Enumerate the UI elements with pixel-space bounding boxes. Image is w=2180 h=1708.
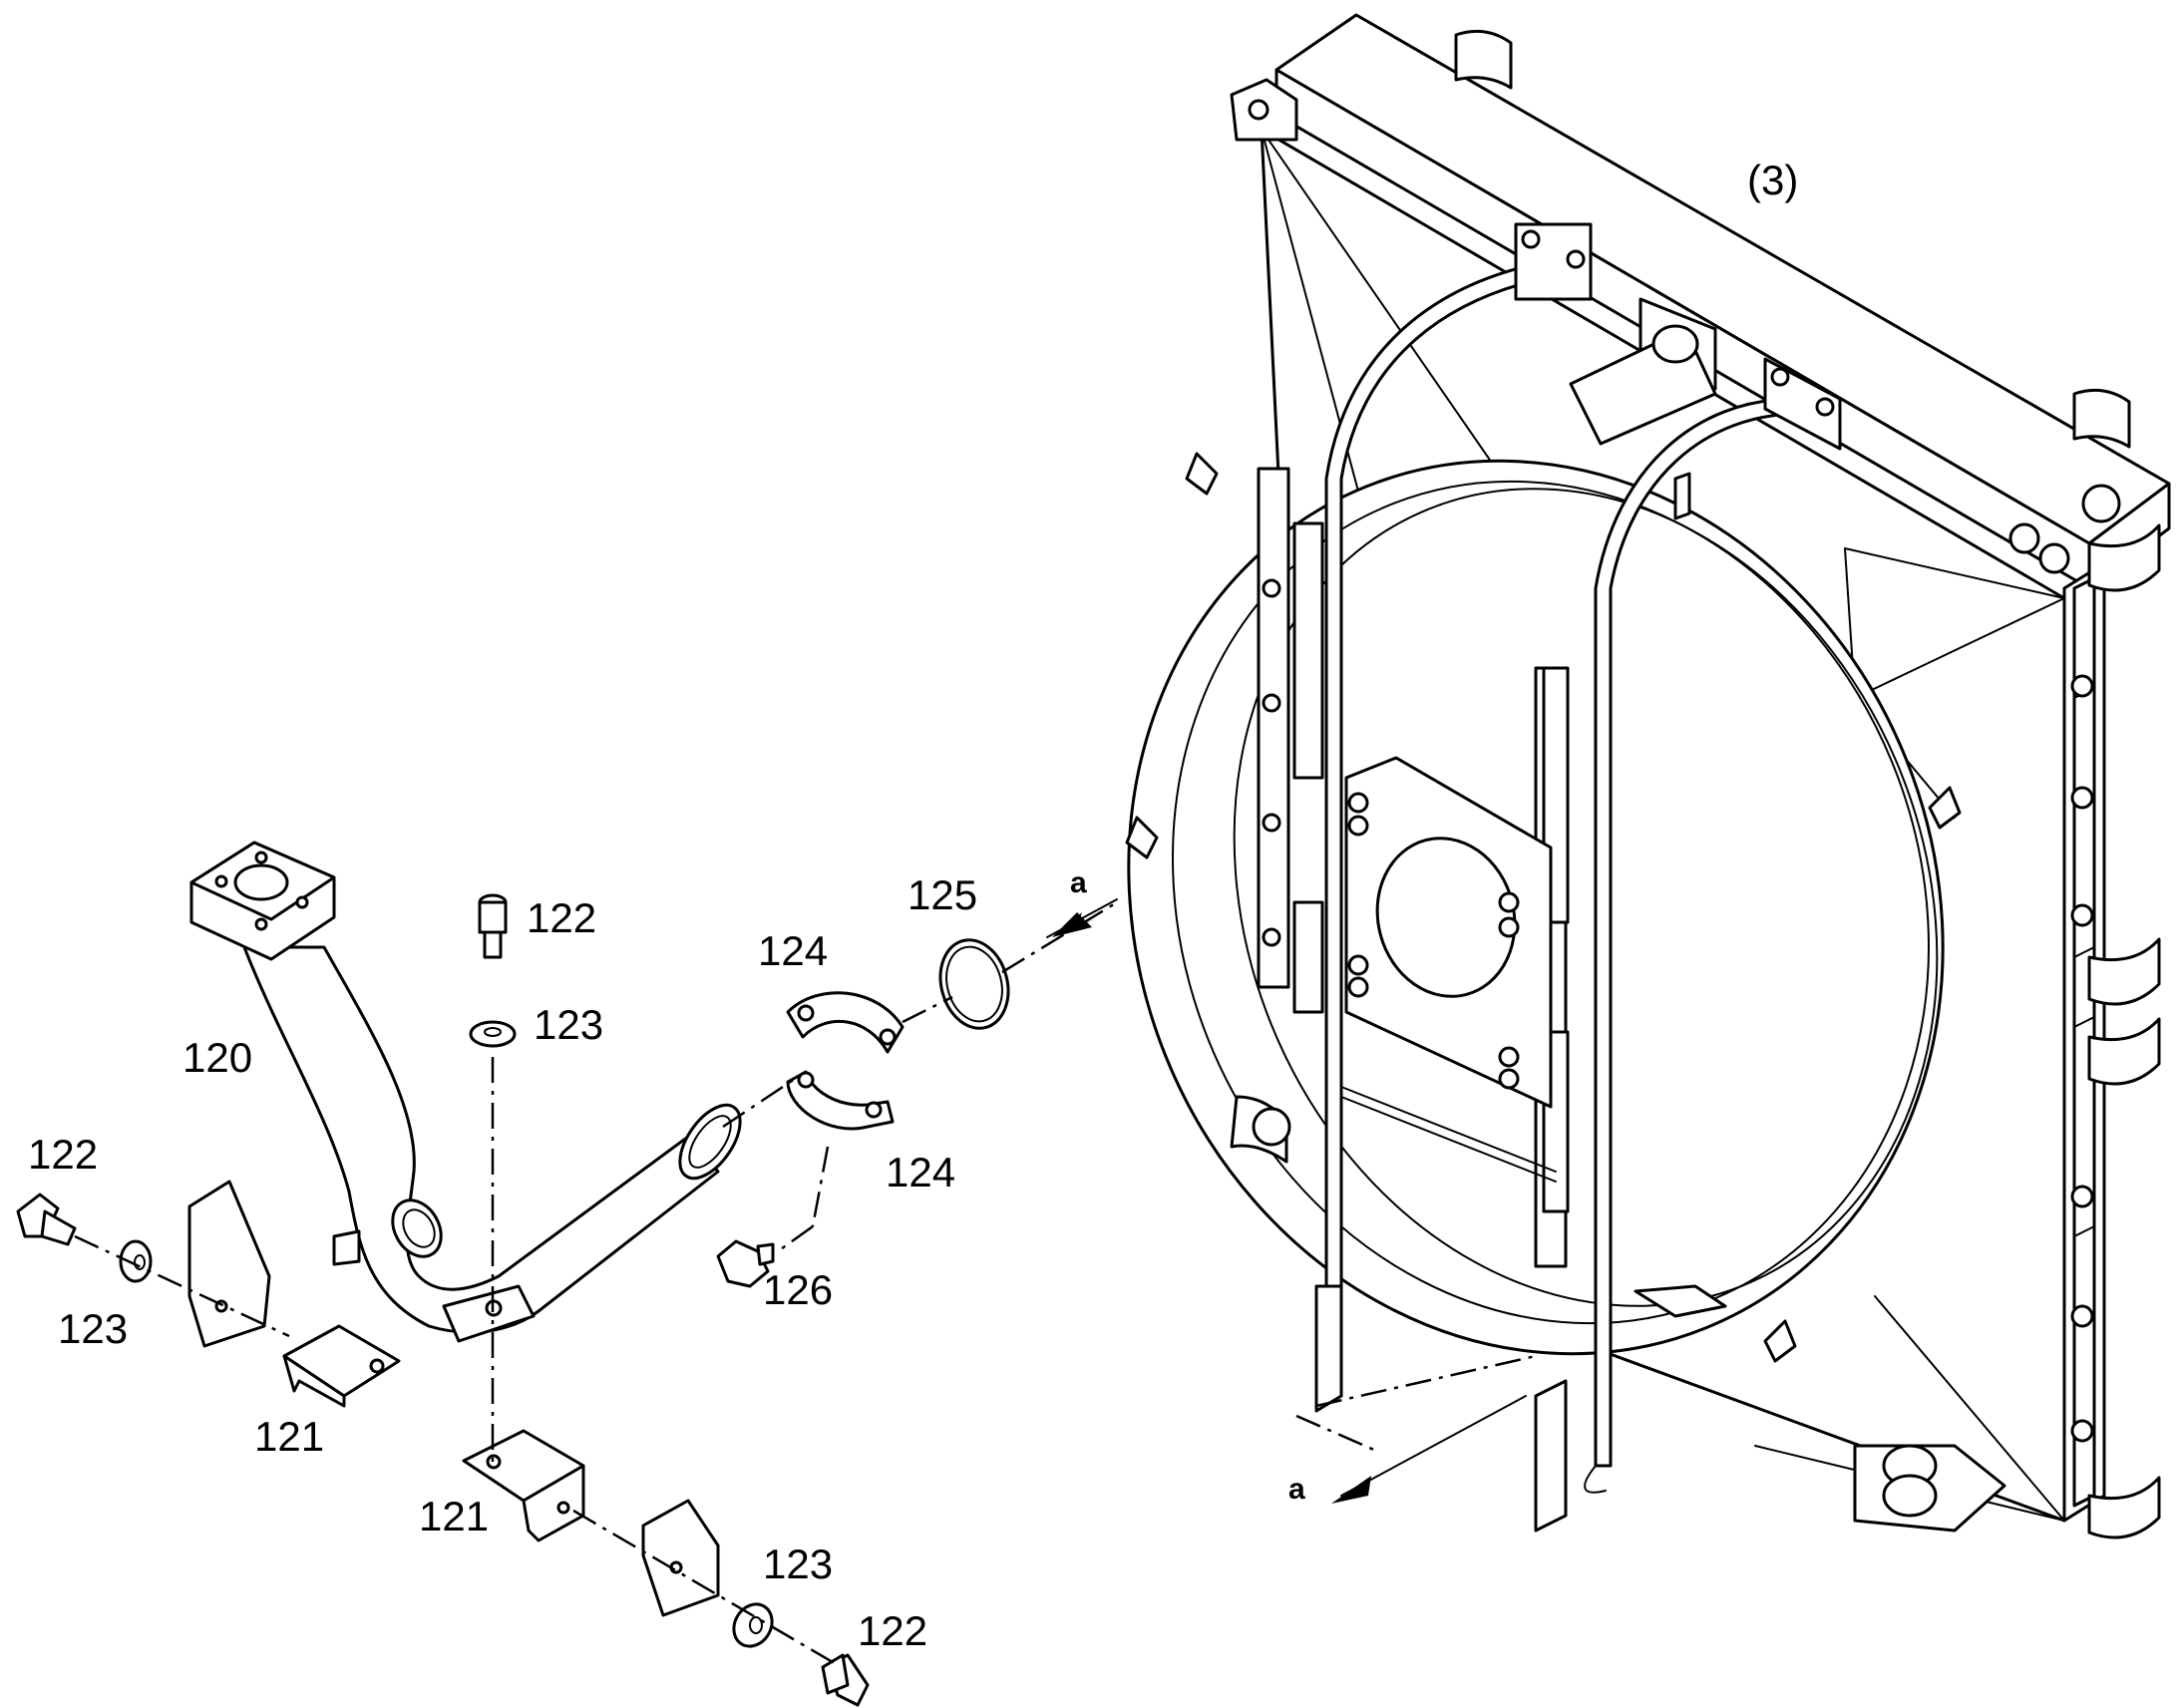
- part-122-bolt-left: [16, 1193, 77, 1246]
- callout-122: 122: [527, 894, 596, 941]
- callout-120: 120: [182, 1034, 252, 1081]
- assembly-reference: (3): [1747, 157, 1798, 203]
- part-121-bracket-right: [462, 1429, 720, 1617]
- part-121-bracket-left: [187, 1180, 401, 1408]
- part-120-pipe: [189, 841, 742, 1343]
- assembly-lines: [74, 900, 1537, 1667]
- callout-124: 124: [758, 927, 828, 974]
- part-123-washer-top: [469, 1020, 517, 1048]
- part-125-o-ring: [938, 938, 1010, 1030]
- side-tabs: [1125, 452, 1962, 1363]
- callout-122: 122: [28, 1131, 98, 1178]
- callout-labels: 120 121 121 122 122 122 123 123 123 124 124 125 126: [28, 871, 977, 1654]
- fan-mount-plate: [1344, 756, 1553, 1109]
- callout-124: 124: [886, 1149, 955, 1196]
- callout-123: 123: [58, 1305, 128, 1352]
- view-arrow-a-lower: a: [1288, 1395, 1527, 1506]
- part-126-bolt: [716, 1239, 775, 1288]
- callout-126: 126: [763, 1266, 833, 1313]
- radiator-side-tank: [2062, 523, 2161, 1539]
- part-123-washer-bottom: [732, 1602, 774, 1648]
- callout-123: 123: [534, 1001, 603, 1048]
- bottom-brackets: [1230, 1086, 2006, 1533]
- callout-125: 125: [908, 871, 977, 918]
- part-124-clamp-lower: [786, 1070, 895, 1131]
- callout-123: 123: [763, 1540, 833, 1587]
- callout-121: 121: [254, 1413, 324, 1460]
- view-marker-a: a: [1070, 866, 1087, 899]
- top-flanges: [1230, 29, 2131, 574]
- callout-121: 121: [419, 1493, 489, 1539]
- part-124-clamp-upper: [786, 991, 905, 1054]
- view-marker-a: a: [1288, 1473, 1305, 1506]
- part-123-washer-left: [119, 1239, 153, 1283]
- view-arrow-a-upper: a: [1046, 866, 1118, 938]
- callout-122: 122: [858, 1607, 927, 1654]
- part-122-bolt-top: [478, 893, 508, 959]
- radiator-assembly: [1125, 13, 2171, 1539]
- part-122-bolt-bottom: [821, 1653, 870, 1707]
